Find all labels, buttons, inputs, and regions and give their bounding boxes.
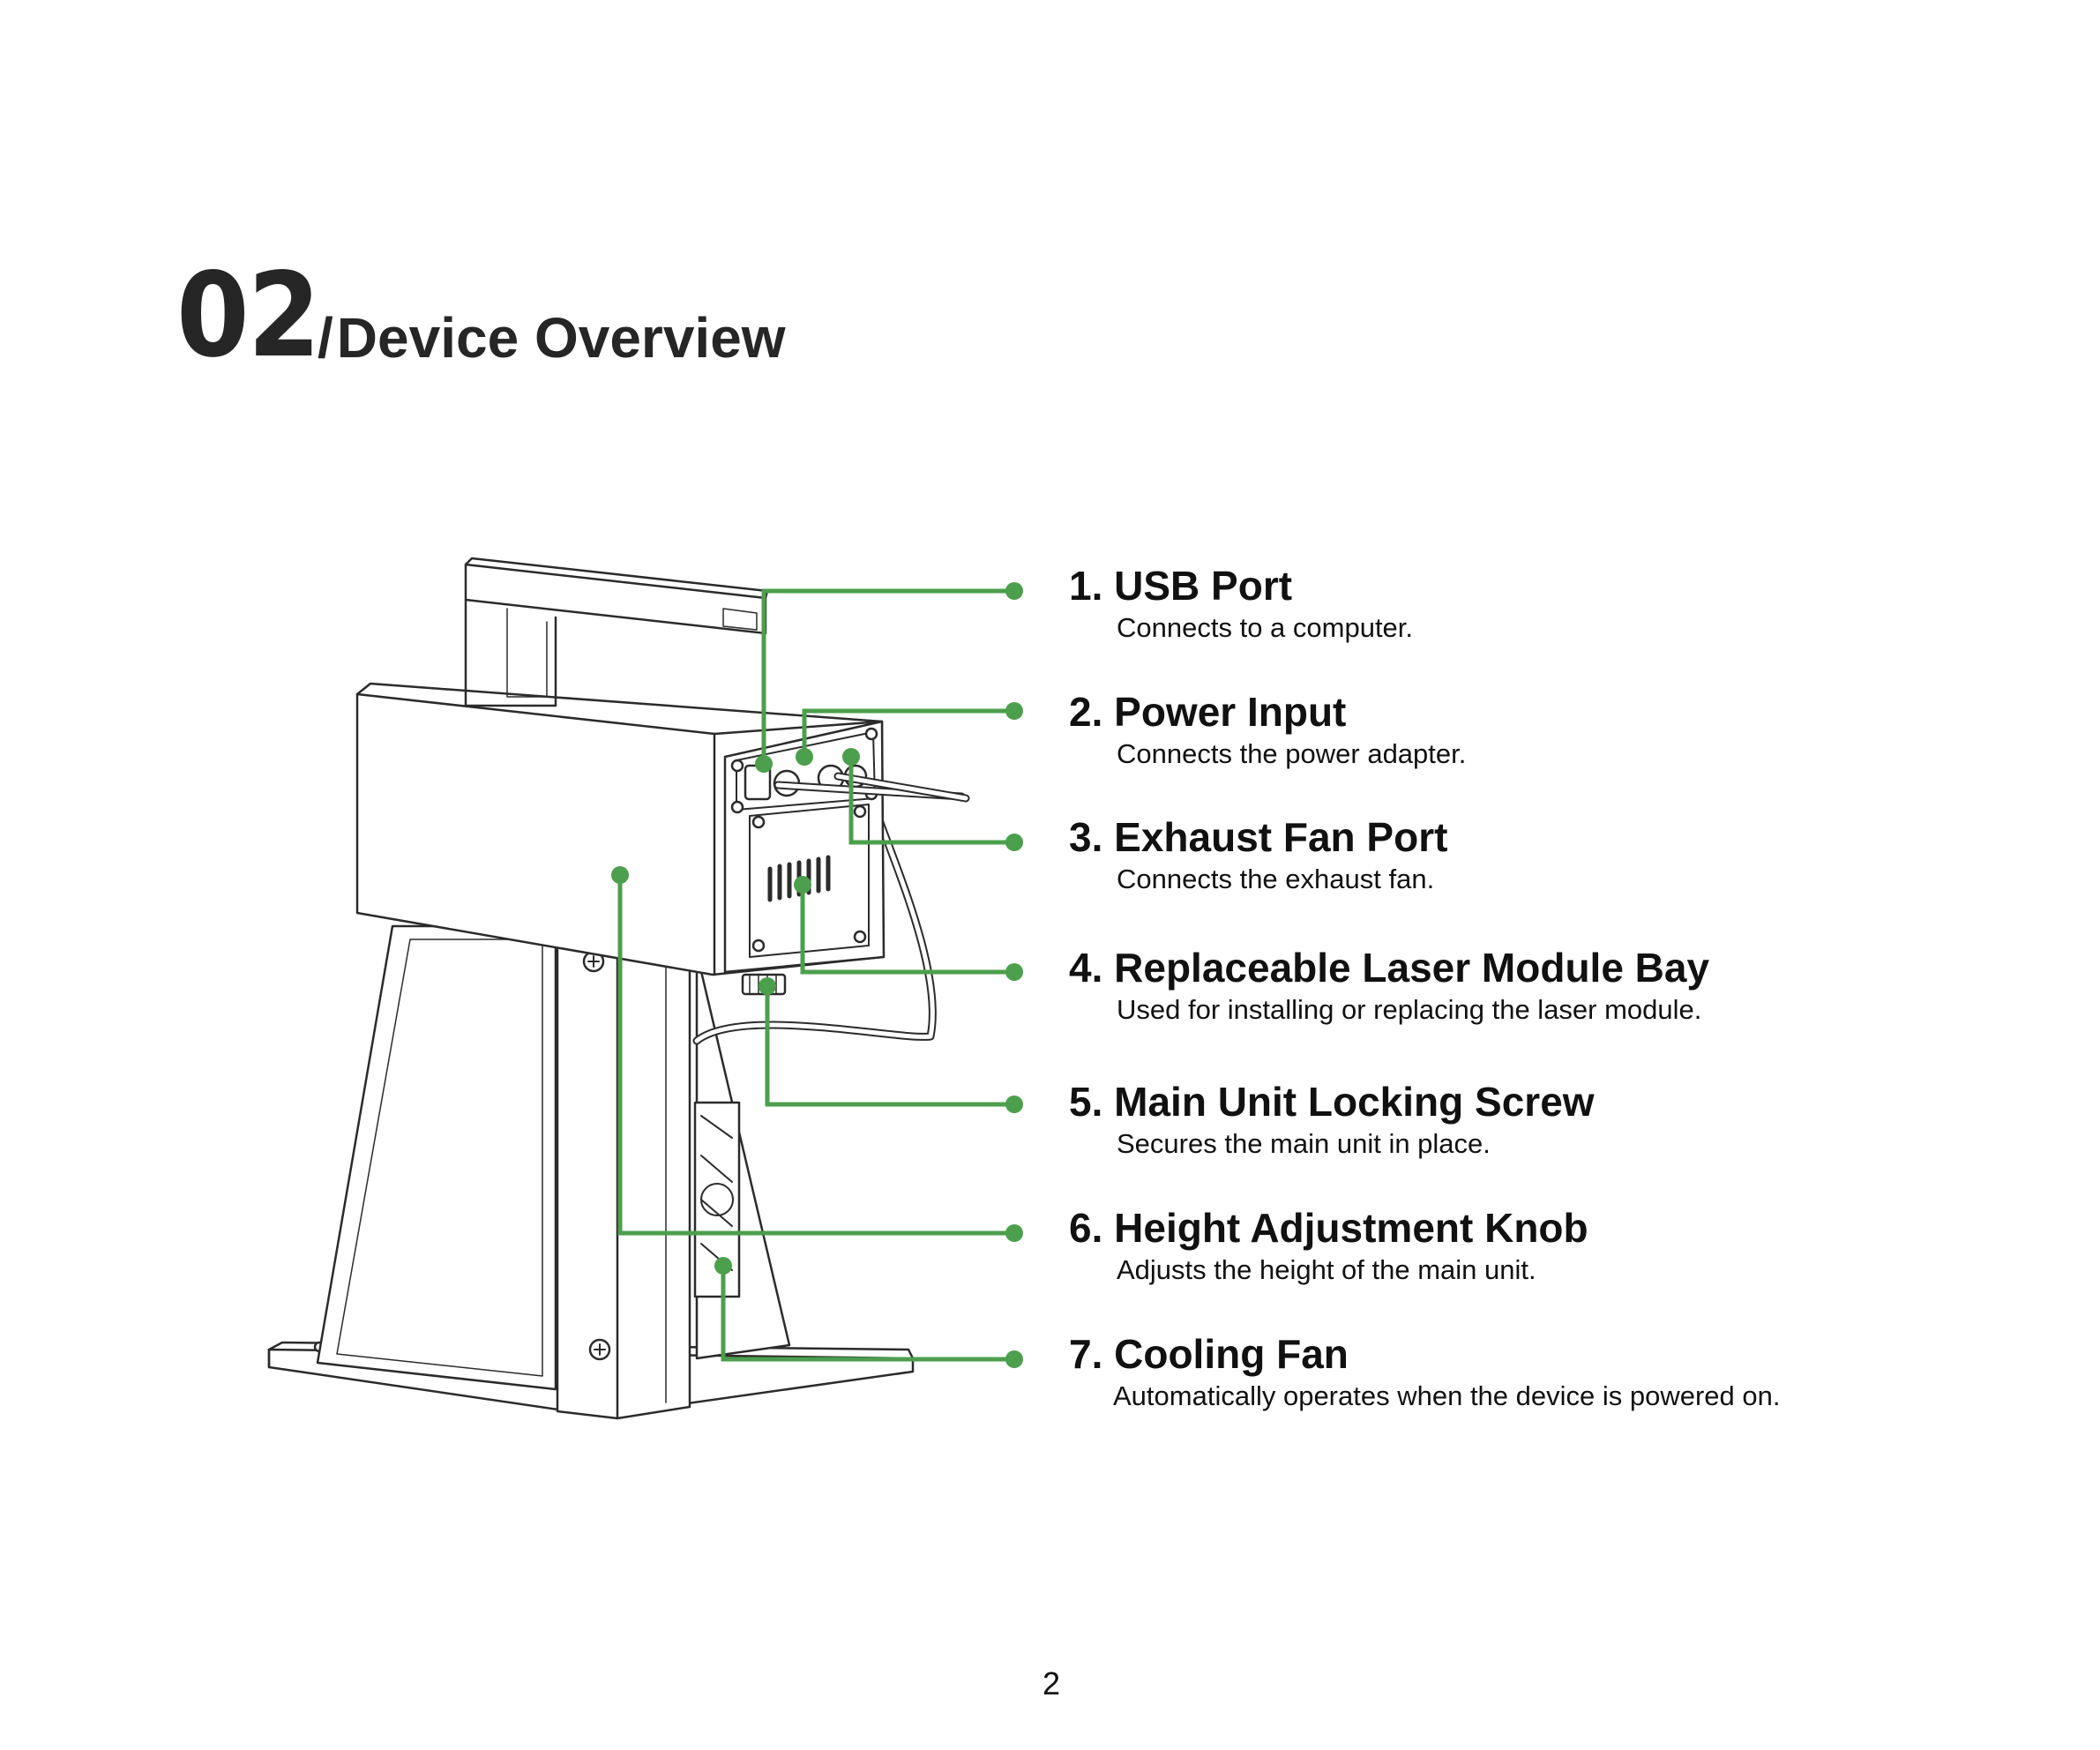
callout-anchor-dot-2	[796, 748, 813, 766]
chapter-title: /Device Overview	[318, 303, 786, 373]
callout-title: 6. Height Adjustment Knob	[1069, 1205, 1588, 1251]
callout-height-adjustment-knob: 6. Height Adjustment Knob Adjusts the he…	[1069, 1204, 1588, 1287]
callout-main-unit-locking-screw: 5. Main Unit Locking Screw Secures the m…	[1069, 1078, 1595, 1161]
callout-title: 1. USB Port	[1069, 563, 1293, 609]
callout-end-dot-6	[1005, 1224, 1023, 1242]
callout-line-7	[721, 1266, 1013, 1362]
callout-line-4	[800, 885, 1013, 975]
carry-handle	[464, 557, 769, 707]
callout-cooling-fan: 7. Cooling Fan Automatically operates wh…	[1069, 1330, 1781, 1413]
callout-power-input: 2. Power Input Connects the power adapte…	[1069, 688, 1466, 771]
callout-end-dot-1	[1005, 582, 1023, 600]
callout-line-1	[761, 588, 1013, 764]
callout-anchor-dot-5	[759, 977, 776, 995]
callout-description: Automatically operates when the device i…	[1113, 1380, 1781, 1411]
callout-anchor-dot-7	[714, 1257, 732, 1275]
callout-end-dot-3	[1005, 834, 1023, 851]
chapter-title-text: Device Overview	[336, 306, 786, 370]
device-illustration	[267, 557, 970, 1420]
callout-title: 7. Cooling Fan	[1069, 1331, 1349, 1377]
callout-anchor-dot-6	[611, 866, 629, 884]
callout-description: Used for installing or replacing the las…	[1117, 994, 1702, 1025]
callout-end-dot-5	[1005, 1096, 1023, 1113]
callout-title: 4. Replaceable Laser Module Bay	[1069, 945, 1710, 991]
callout-title: 2. Power Input	[1069, 689, 1347, 735]
callout-usb-port: 1. USB Port Connects to a computer.	[1069, 562, 1413, 645]
title-slash: /	[318, 306, 333, 370]
callout-exhaust-fan-port: 3. Exhaust Fan Port Connects the exhaust…	[1069, 813, 1447, 896]
callout-dots	[611, 582, 1023, 1368]
chapter-number: 02	[176, 248, 321, 384]
callout-anchor-dot-1	[755, 755, 773, 773]
callout-end-dot-2	[1005, 702, 1023, 720]
callout-end-dot-4	[1005, 963, 1023, 981]
callout-line-5	[765, 986, 1013, 1107]
callout-title: 5. Main Unit Locking Screw	[1069, 1079, 1595, 1125]
callout-line-6	[617, 875, 1013, 1236]
page-number: 2	[1042, 1665, 1061, 1701]
callout-title: 3. Exhaust Fan Port	[1069, 814, 1448, 860]
callout-laser-module-bay: 4. Replaceable Laser Module Bay Used for…	[1069, 944, 1709, 1027]
callout-description: Connects to a computer.	[1117, 612, 1414, 643]
callout-line-3	[848, 757, 1013, 845]
callout-anchor-dot-3	[842, 748, 860, 766]
callout-line-2	[802, 708, 1013, 757]
callout-anchor-dot-4	[794, 876, 811, 894]
callout-description: Connects the exhaust fan.	[1117, 864, 1435, 894]
callout-description: Connects the power adapter.	[1117, 738, 1467, 769]
callout-description: Secures the main unit in place.	[1117, 1128, 1491, 1159]
callout-end-dot-7	[1005, 1350, 1023, 1368]
callout-lines	[617, 588, 1013, 1362]
rear-support	[316, 924, 557, 1391]
callout-description: Adjusts the height of the main unit.	[1117, 1254, 1536, 1285]
